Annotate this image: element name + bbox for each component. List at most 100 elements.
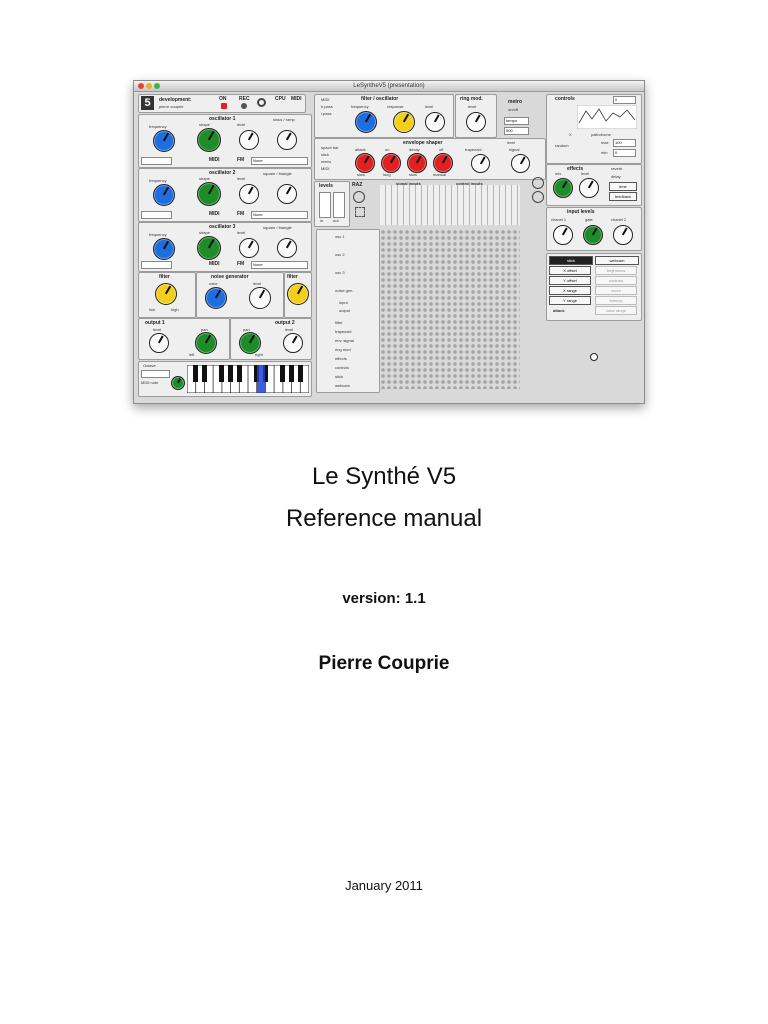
rec-button[interactable] [241, 103, 247, 109]
webcam-latency[interactable]: latency [595, 296, 637, 305]
matrix-row-noise: noise gen. [335, 288, 354, 293]
effects-level-knob[interactable] [579, 178, 599, 198]
keyboard-knob[interactable] [171, 376, 185, 390]
osc2-frequency-field[interactable] [141, 211, 172, 219]
raz-button[interactable] [353, 191, 365, 203]
filter-response-knob[interactable] [393, 111, 415, 133]
filter-frequency-knob[interactable] [355, 111, 377, 133]
env-source-stick[interactable]: stick [321, 152, 329, 157]
effect-feedback[interactable]: feedback [609, 192, 637, 201]
env-off-label: off [439, 147, 444, 152]
stick-attack[interactable]: attack [553, 308, 565, 313]
filter-level-knob[interactable] [425, 112, 445, 132]
metro-tempo-field[interactable]: tempo [504, 117, 529, 125]
document-title: Le Synthé V5 [311, 463, 457, 490]
octave-field[interactable] [141, 370, 170, 378]
osc3-frequency-knob[interactable] [153, 238, 175, 260]
noise-level-knob[interactable] [249, 287, 271, 309]
webcam-brightness[interactable]: brightness [595, 266, 637, 275]
effects-mix-knob[interactable] [553, 178, 573, 198]
output1-level-knob[interactable] [149, 333, 169, 353]
output1-left-label: left [189, 352, 195, 357]
osc2-frequency-knob[interactable] [153, 184, 175, 206]
env-off-knob[interactable] [433, 153, 453, 173]
osc1-frequency-field[interactable] [141, 157, 172, 165]
filter-mode-lpass[interactable]: l.pass [321, 111, 332, 116]
osc2-shape-label: shape [199, 176, 210, 181]
osc3-wave-knob[interactable] [277, 238, 297, 258]
osc1-wave-knob[interactable] [277, 130, 297, 150]
env-source-metro[interactable]: metro [321, 159, 332, 164]
tab-stick[interactable]: stick [549, 256, 593, 265]
env-source-space[interactable]: space bar [321, 145, 339, 150]
webcam-color-range[interactable]: color range [595, 306, 637, 315]
osc3-shape-knob[interactable] [197, 236, 221, 260]
stick-y-offset[interactable]: Y offset [549, 276, 591, 285]
osc3-fm-select[interactable]: None [251, 261, 308, 269]
osc1-frequency-knob[interactable] [153, 130, 175, 152]
osc2-fm-select[interactable]: None [251, 211, 308, 219]
osc3-frequency-field[interactable] [141, 261, 172, 269]
webcam-contrast[interactable]: contrast [595, 276, 637, 285]
effect-time[interactable]: time [609, 182, 637, 191]
osc1-shape-knob[interactable] [197, 128, 221, 152]
osc3-level-knob[interactable] [239, 238, 259, 258]
metro-onoff[interactable]: on/off [508, 107, 518, 112]
level-in-meter [319, 192, 331, 218]
ring-mod-panel: ring mod. level [455, 94, 497, 138]
control-inputs-label: control inputs [456, 181, 483, 186]
ring-mod-knob[interactable] [466, 112, 486, 132]
output2-pan-knob[interactable] [239, 332, 261, 354]
input-levels-panel: input levels chanel 1 gate chanel 2 [546, 207, 642, 251]
env-signal-knob[interactable] [511, 154, 530, 173]
tab-webcam[interactable]: webcam [595, 256, 639, 265]
osc2-shape-knob[interactable] [197, 182, 221, 206]
noise-color-label: color [209, 281, 218, 286]
matrix-random-icon[interactable] [532, 191, 544, 203]
matrix-reset-icon[interactable] [532, 177, 544, 189]
osc2-wave-knob[interactable] [277, 184, 297, 204]
chanel1-knob[interactable] [553, 225, 573, 245]
controls-value[interactable]: 0 [613, 96, 636, 104]
controls-max-field[interactable]: 100 [613, 139, 636, 147]
filter-right-knob[interactable] [287, 283, 309, 305]
random-label[interactable]: random [555, 143, 569, 148]
filter-mode-midi[interactable]: MIDI [321, 97, 330, 102]
metro-value-field[interactable]: 500 [504, 127, 529, 135]
env-source-midi[interactable]: MIDI [321, 166, 330, 171]
effect-delay[interactable]: delay [611, 174, 621, 179]
output2-level-knob[interactable] [283, 333, 303, 353]
palindrome-label[interactable]: palindrome [591, 132, 611, 137]
env-decay-knob[interactable] [407, 153, 427, 173]
level-in-label: in [320, 218, 324, 223]
stick-y-range[interactable]: Y range [549, 296, 591, 305]
output1-pan-knob[interactable] [195, 332, 217, 354]
matrix-row-osc2: osc 2 [335, 252, 345, 257]
stick-cursor-icon[interactable] [590, 353, 598, 361]
filter-mode-hpass[interactable]: h.pass [321, 104, 333, 109]
raz-move-icon[interactable] [355, 207, 365, 217]
stick-x-range[interactable]: X range [549, 286, 591, 295]
env-on-knob[interactable] [381, 153, 401, 173]
noise-color-knob[interactable] [205, 287, 227, 309]
piano-keyboard[interactable] [187, 365, 309, 393]
osc1-fm-select[interactable]: None [251, 157, 308, 165]
osc2-level-knob[interactable] [239, 184, 259, 204]
controls-min-field[interactable]: 0 [613, 149, 636, 157]
env-trapezoid-knob[interactable] [471, 154, 490, 173]
effect-reverb[interactable]: reverb [611, 166, 623, 171]
signal-inputs-label: signal inputs [396, 181, 421, 186]
filter-left-knob[interactable] [155, 283, 177, 305]
matrix-row-trapezoid: trapezoid [335, 329, 352, 334]
osc1-level-knob[interactable] [239, 130, 259, 150]
controls-curve[interactable] [577, 105, 637, 129]
settings-gear-icon[interactable] [257, 98, 266, 107]
env-decay-label: decay [409, 147, 420, 152]
routing-matrix-grid[interactable] [380, 229, 520, 389]
env-attack-knob[interactable] [355, 153, 375, 173]
stick-x-offset[interactable]: X offset [549, 266, 591, 275]
chanel2-knob[interactable] [613, 225, 633, 245]
webcam-zoom[interactable]: zoom [595, 286, 637, 295]
on-button[interactable] [221, 103, 227, 109]
gate-knob[interactable] [583, 225, 603, 245]
